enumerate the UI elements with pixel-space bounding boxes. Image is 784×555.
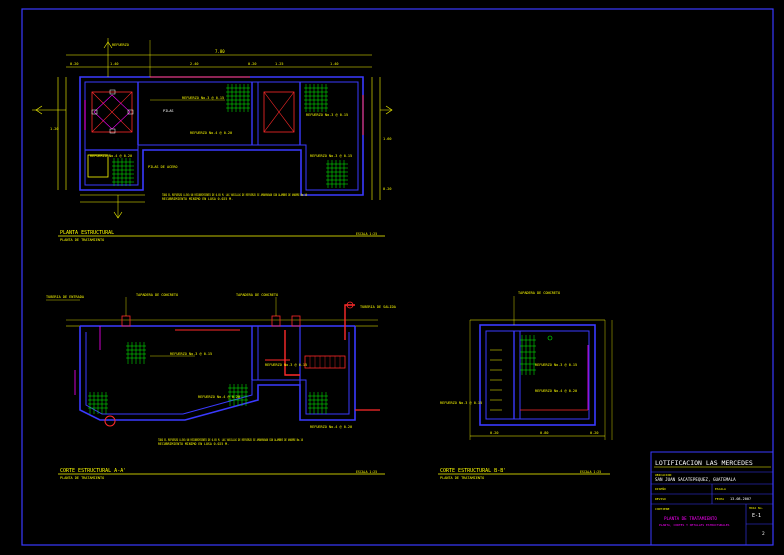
svg-text:PILAS DE ACERO: PILAS DE ACERO (148, 165, 178, 169)
date-label: FECHA (715, 497, 724, 501)
design-label: DISEÑO (655, 486, 666, 491)
contents-line-1: PLANTA DE TRATAMIENTO (664, 516, 717, 521)
svg-text:REFUERZO No.4 @ 0.20: REFUERZO No.4 @ 0.20 (535, 389, 577, 393)
project-name: LOTIFICACION LAS MERCEDES (655, 459, 753, 467)
drawing-date: 13-08-2007 (730, 497, 751, 501)
svg-text:REFUERZO No.3 @ 0.15: REFUERZO No.3 @ 0.15 (265, 363, 307, 367)
svg-text:1.20: 1.20 (50, 127, 58, 131)
sheet-border (21, 8, 774, 546)
svg-text:0.20: 0.20 (490, 431, 498, 435)
section-b-scale: ESCALA 1:25 (580, 470, 601, 474)
svg-text:REFUERZO No.4 @ 0.20: REFUERZO No.4 @ 0.20 (190, 131, 232, 135)
plan-note: TODO EL REFUERZO LLEVA UN RECUBRIMIENTO … (162, 193, 307, 197)
plan-section-markers: REFUERZO (32, 38, 393, 219)
svg-text:TAPADERA DE CONCRETO: TAPADERA DE CONCRETO (236, 293, 278, 297)
svg-text:PILAS: PILAS (163, 109, 174, 113)
sheet-label: HOJA No. (749, 506, 764, 510)
plan-view: 7.80 0.20 1.40 2.40 0.20 1.25 1.40 1.20 … (32, 38, 393, 242)
project-location: SAN JUAN SACATEPEQUEZ, GUATEMALA (655, 477, 736, 482)
scale-label: ESCALA (715, 487, 726, 491)
sheet-number: E-1 (752, 513, 761, 519)
svg-text:REFUERZO No.4 @ 0.20: REFUERZO No.4 @ 0.20 (198, 395, 240, 399)
plan-overall-dim: 7.80 (215, 49, 225, 54)
svg-text:TUBERIA DE ENTRADA: TUBERIA DE ENTRADA (46, 295, 85, 299)
plan-rebar-grids (112, 84, 348, 188)
svg-text:TAPADERA DE CONCRETO: TAPADERA DE CONCRETO (136, 293, 178, 297)
svg-text:2.40: 2.40 (190, 62, 198, 66)
section-b-rebar-grid (520, 335, 536, 375)
svg-text:0.20: 0.20 (590, 431, 598, 435)
section-a-view: TUBERIA DE ENTRADA TAPADERA DE CONCRETO … (46, 293, 397, 480)
svg-text:TUBERIA DE SALIDA: TUBERIA DE SALIDA (360, 305, 397, 309)
svg-text:1.40: 1.40 (110, 62, 118, 66)
plan-labels: REFUERZO No.3 @ 0.15 REFUERZO No.4 @ 0.2… (90, 96, 352, 169)
svg-text:REFUERZO No.3 @ 0.15: REFUERZO No.3 @ 0.15 (310, 154, 352, 158)
plan-subtitle: PLANTA DE TRATAMIENTO (60, 238, 104, 242)
svg-text:REFUERZO No.3 @ 0.15: REFUERZO No.3 @ 0.15 (440, 401, 482, 405)
section-b-title: CORTE ESTRUCTURAL B-B' (440, 468, 506, 474)
title-block: LOTIFICACION LAS MERCEDES UBICACION SAN … (650, 451, 774, 546)
contents-line-2: PLANTA, CORTES Y DETALLES ESTRUCTURALES (659, 523, 730, 527)
svg-text:RECUBRIMIENTO MINIMO EN LOSA 0: RECUBRIMIENTO MINIMO EN LOSA 0.025 M. (158, 442, 229, 446)
section-b-labels: TAPADERA DE CONCRETO REFUERZO No.3 @ 0.1… (440, 291, 598, 435)
svg-text:0.20: 0.20 (70, 62, 78, 66)
plan-scale: ESCALA 1:25 (356, 232, 377, 236)
location-label: UBICACION (655, 473, 671, 477)
section-a-title: CORTE ESTRUCTURAL A-A' (60, 468, 126, 474)
plan-top-dims: 0.20 1.40 2.40 0.20 1.25 1.40 (70, 62, 338, 66)
svg-text:REFUERZO No.4 @ 0.20: REFUERZO No.4 @ 0.20 (90, 154, 132, 158)
section-a-note: TODO EL REFUERZO LLEVA UN RECUBRIMIENTO … (158, 438, 303, 442)
svg-text:RECUBRIMIENTO MINIMO EN LOSA 0: RECUBRIMIENTO MINIMO EN LOSA 0.025 M. (162, 197, 233, 201)
section-b-subtitle: PLANTA DE TRATAMIENTO (440, 476, 484, 480)
svg-text:1.25: 1.25 (275, 62, 283, 66)
svg-text:REFUERZO: REFUERZO (112, 43, 129, 47)
review-label: REVISO (655, 497, 666, 501)
svg-text:1.60: 1.60 (383, 137, 391, 141)
section-b-view: TAPADERA DE CONCRETO REFUERZO No.3 @ 0.1… (438, 291, 613, 480)
svg-text:0.80: 0.80 (540, 431, 548, 435)
svg-text:REFUERZO No.3 @ 0.15: REFUERZO No.3 @ 0.15 (535, 363, 577, 367)
svg-text:0.20: 0.20 (248, 62, 256, 66)
svg-text:REFUERZO No.3 @ 0.15: REFUERZO No.3 @ 0.15 (306, 113, 348, 117)
svg-text:REFUERZO No.3 @ 0.15: REFUERZO No.3 @ 0.15 (182, 96, 224, 100)
section-a-subtitle: PLANTA DE TRATAMIENTO (60, 476, 104, 480)
section-a-rebar-grids (88, 342, 328, 414)
svg-text:REFUERZO No.3 @ 0.15: REFUERZO No.3 @ 0.15 (170, 352, 212, 356)
svg-text:0.20: 0.20 (383, 187, 391, 191)
svg-text:1.40: 1.40 (330, 62, 338, 66)
contents-label: CONTIENE (655, 507, 670, 511)
section-a-labels: TUBERIA DE ENTRADA TAPADERA DE CONCRETO … (46, 293, 397, 429)
plan-title: PLANTA ESTRUCTURAL (60, 230, 114, 236)
svg-text:TAPADERA DE CONCRETO: TAPADERA DE CONCRETO (518, 291, 560, 295)
svg-text:REFUERZO No.4 @ 0.20: REFUERZO No.4 @ 0.20 (310, 425, 352, 429)
section-a-scale: ESCALA 1:25 (356, 470, 377, 474)
sheet-count: 2 (762, 531, 765, 537)
section-a-pipes (104, 301, 380, 427)
